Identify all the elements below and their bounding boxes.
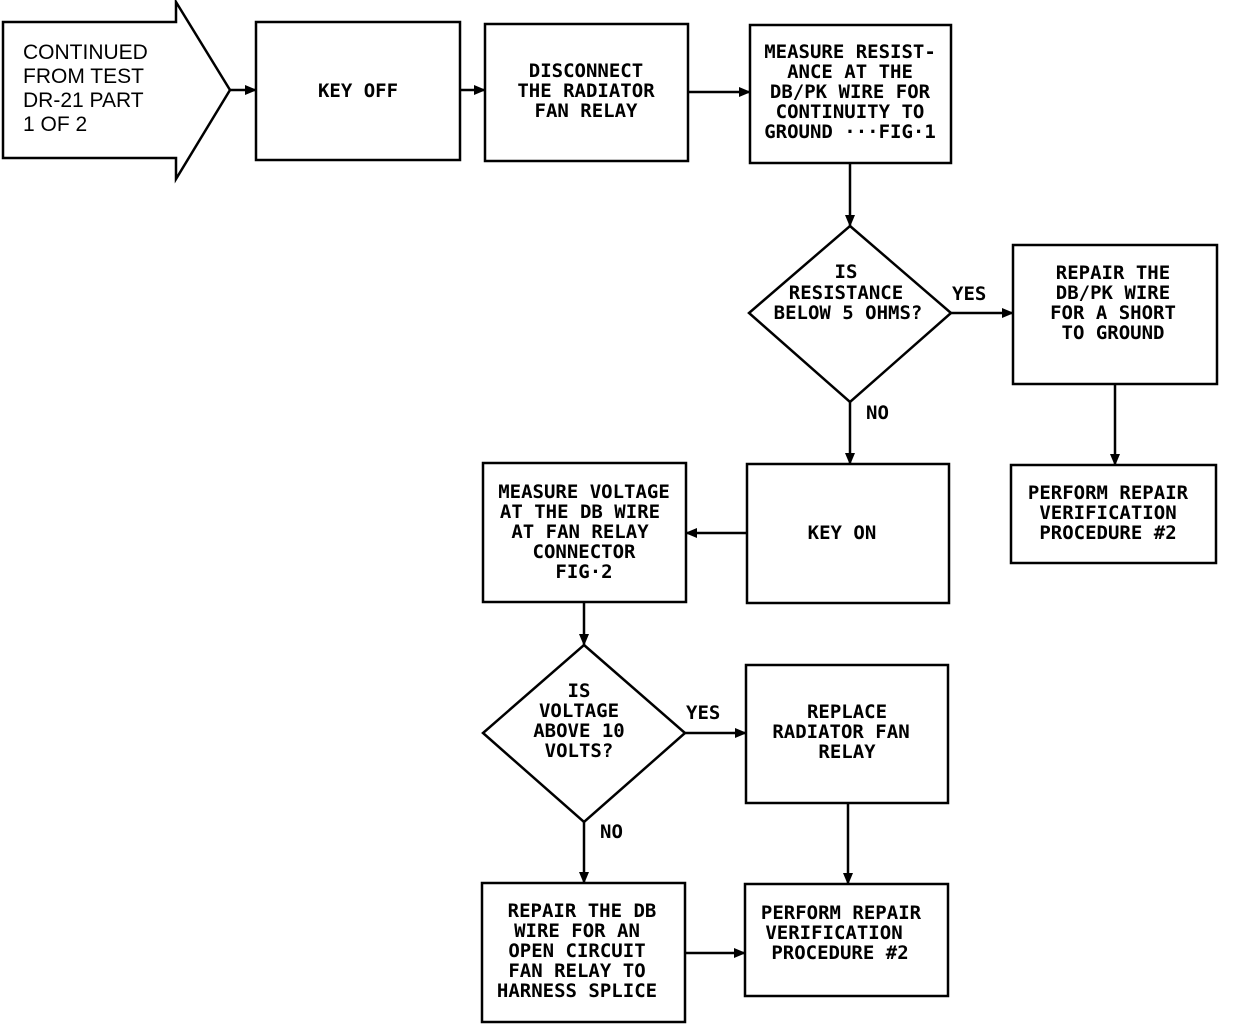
entry-line: DR-21 PART: [23, 89, 144, 112]
node-key-off: [254, 20, 462, 162]
node-text-line: OPEN CIRCUIT: [508, 940, 645, 962]
node-text-line: WIRE FOR AN: [514, 920, 640, 942]
node-text-line: REPAIR THE DB: [508, 900, 657, 922]
node-voltage-decision: [481, 643, 687, 824]
node-text-line: VERIFICATION: [765, 922, 902, 944]
node-text-line: ABOVE 10: [533, 720, 625, 742]
node-measure-resistance: [748, 23, 953, 165]
node-labels: KEY OFF DISCONNECT THE RADIATOR FAN RELA…: [318, 41, 1189, 1002]
node-measure-voltage: [481, 461, 688, 604]
node-resistance-decision: [747, 224, 953, 404]
node-text-line: PERFORM REPAIR: [761, 902, 922, 924]
edge-label-yes: YES: [952, 283, 986, 305]
node-text-line: KEY OFF: [318, 80, 398, 102]
node-text-line: RADIATOR FAN: [772, 721, 909, 743]
node-text-line: AT THE DB WIRE: [500, 501, 660, 523]
node-text-line: HARNESS SPLICE: [497, 980, 657, 1002]
connectors: [230, 85, 1120, 958]
node-text-line: RELAY: [818, 741, 876, 763]
node-text-line: DISCONNECT: [529, 60, 643, 82]
edge-label-no: NO: [866, 402, 889, 424]
node-repair-short: [1011, 243, 1219, 386]
node-text-line: GROUND ···FIG·1: [764, 121, 936, 143]
node-text-line: PROCEDURE #2: [771, 942, 908, 964]
entry-arrow: CONTINUED FROM TEST DR-21 PART 1 OF 2: [1, 0, 232, 184]
node-text-line: DB/PK WIRE: [1056, 282, 1170, 304]
node-text-line: AT FAN RELAY: [511, 521, 649, 543]
node-text-line: IS: [568, 680, 591, 702]
entry-line: 1 OF 2: [23, 113, 87, 136]
node-text-line: DB/PK WIRE FOR: [770, 81, 931, 103]
node-text-line: KEY ON: [808, 522, 877, 544]
node-text-line: REPAIR THE: [1056, 262, 1170, 284]
node-disconnect-relay: [483, 22, 690, 163]
node-verify-1: [1009, 463, 1218, 565]
entry-line: CONTINUED: [23, 41, 148, 64]
node-repair-open: [480, 881, 687, 1024]
node-text-line: THE RADIATOR: [517, 80, 655, 102]
node-text-line: BELOW 5 OHMS?: [774, 302, 923, 324]
node-text-line: FIG·2: [555, 561, 612, 583]
edge-label-no: NO: [600, 821, 623, 843]
edge-label-yes: YES: [686, 702, 720, 724]
node-text-line: RESISTANCE: [789, 282, 903, 304]
node-text-line: REPLACE: [807, 701, 887, 723]
node-text-line: FOR A SHORT: [1050, 302, 1176, 324]
node-text-line: CONTINUITY TO: [776, 101, 925, 123]
node-text-line: FAN RELAY: [535, 100, 639, 122]
node-key-on: [745, 462, 951, 605]
node-text-line: IS: [835, 261, 858, 283]
node-verify-2: [743, 882, 950, 998]
node-text-line: ANCE AT THE: [787, 61, 913, 83]
node-text-line: PROCEDURE #2: [1039, 522, 1176, 544]
node-text-line: FAN RELAY TO: [508, 960, 645, 982]
node-text-line: TO GROUND: [1062, 322, 1165, 344]
node-replace-relay: [744, 663, 950, 805]
node-text-line: CONNECTOR: [533, 541, 637, 563]
node-text-line: MEASURE VOLTAGE: [498, 481, 670, 503]
node-text-line: MEASURE RESIST-: [764, 41, 936, 63]
entry-line: FROM TEST: [23, 65, 144, 88]
node-text-line: VOLTS?: [545, 740, 614, 762]
node-text-line: PERFORM REPAIR: [1028, 482, 1189, 504]
node-text-line: VERIFICATION: [1039, 502, 1176, 524]
node-text-line: VOLTAGE: [539, 700, 619, 722]
